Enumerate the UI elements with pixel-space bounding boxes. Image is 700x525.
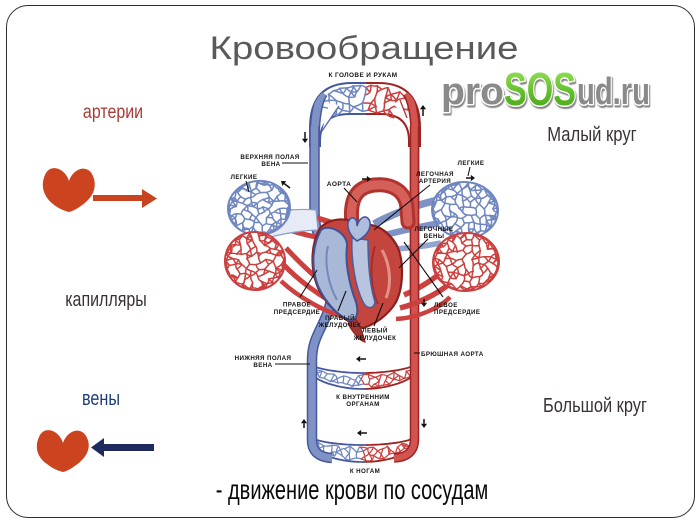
svg-text:ЖЕЛУДОЧЕК: ЖЕЛУДОЧЕК — [353, 335, 397, 342]
svg-text:К ВНУТРЕННИМ: К ВНУТРЕННИМ — [336, 394, 390, 401]
svg-text:АОРТА: АОРТА — [327, 181, 352, 188]
svg-text:ОРГАНАМ: ОРГАНАМ — [346, 401, 379, 408]
svg-text:ВЕНЫ: ВЕНЫ — [424, 233, 445, 240]
svg-text:ВЕНА: ВЕНА — [261, 161, 280, 168]
svg-text:БРЮШНАЯ АОРТА: БРЮШНАЯ АОРТА — [421, 351, 484, 358]
svg-text:ВЕНА: ВЕНА — [253, 362, 272, 369]
svg-text:ПРАВОЕ: ПРАВОЕ — [283, 302, 311, 309]
svg-text:pro: pro — [441, 71, 504, 113]
svg-text:ПРЕДСЕРДИЕ: ПРЕДСЕРДИЕ — [434, 309, 480, 316]
svg-text:ЛЕВЫЙ: ЛЕВЫЙ — [362, 327, 388, 335]
svg-text:ЛЕГОЧНАЯ: ЛЕГОЧНАЯ — [416, 171, 454, 178]
svg-text:НИЖНЯЯ ПОЛАЯ: НИЖНЯЯ ПОЛАЯ — [235, 355, 292, 362]
svg-text:ЛЕГКИЕ: ЛЕГКИЕ — [458, 160, 485, 167]
svg-text:ЛЕГКИЕ: ЛЕГКИЕ — [231, 174, 258, 181]
svg-text:ЛЕВОЕ: ЛЕВОЕ — [434, 302, 458, 309]
svg-text:ПРАВЫЙ: ПРАВЫЙ — [325, 314, 355, 322]
svg-text:ВЕРХНЯЯ ПОЛАЯ: ВЕРХНЯЯ ПОЛАЯ — [240, 154, 299, 161]
svg-text:ЖЕЛУДОЧЕК: ЖЕЛУДОЧЕК — [318, 322, 362, 329]
svg-text:К НОГАМ: К НОГАМ — [350, 468, 380, 475]
svg-text:ud.ru: ud.ru — [577, 71, 650, 113]
svg-text:SOS: SOS — [504, 63, 576, 115]
svg-text:К ГОЛОВЕ И РУКАМ: К ГОЛОВЕ И РУКАМ — [329, 72, 398, 79]
svg-text:ПРЕДСЕРДИЕ: ПРЕДСЕРДИЕ — [274, 309, 320, 316]
svg-text:АРТЕРИЯ: АРТЕРИЯ — [419, 178, 451, 185]
svg-text:ЛЕГОЧНЫЕ: ЛЕГОЧНЫЕ — [415, 226, 454, 233]
